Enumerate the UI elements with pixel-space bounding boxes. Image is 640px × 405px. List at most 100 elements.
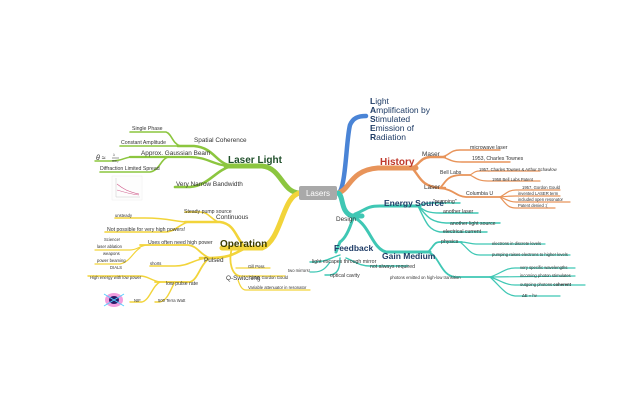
spatial-coherence-label[interactable]: Spatial Coherence	[194, 137, 247, 144]
unsteady-label[interactable]: unsteady	[115, 213, 133, 218]
wavelength-branch	[489, 267, 576, 278]
columbia-denied-label[interactable]: Patent denied :(	[518, 203, 548, 208]
theta-denominator: πw₀	[112, 159, 119, 163]
another-laser-label[interactable]: another laser	[443, 209, 474, 215]
delta-branch	[489, 276, 561, 297]
low-pulse-branch	[154, 257, 211, 283]
operation-main-branch	[219, 190, 303, 251]
microwave-label[interactable]: microwave laser	[470, 145, 508, 151]
energy-source-title[interactable]: Energy Source	[384, 198, 444, 208]
photons-label[interactable]: photons emitted on high-low transition	[390, 275, 461, 280]
columbia-gould-label[interactable]: 1957, Gordon Gould	[522, 185, 561, 190]
shorts-label[interactable]: shorts	[150, 261, 161, 266]
escapes-label[interactable]: light escapes through mirror	[312, 259, 377, 265]
tera-branch	[154, 281, 176, 303]
acronym-line-1: Light	[370, 96, 390, 106]
wavelength-label[interactable]: very specific wavelengths	[520, 265, 567, 270]
design-label[interactable]: Design	[336, 216, 356, 223]
maser-label[interactable]: Maser	[422, 151, 441, 158]
electrical-branch	[417, 205, 488, 233]
theta-formula: θ ≈ λ πw₀	[96, 153, 119, 163]
mirrors-branch	[309, 261, 331, 273]
delta-label[interactable]: ΔE = hν	[522, 293, 537, 298]
center-label: Lasers	[306, 189, 330, 198]
another-light-label[interactable]: another light source	[450, 221, 496, 227]
outgoing-label[interactable]: outgoing photons coherent	[520, 282, 572, 287]
two-mirrors-label[interactable]: two mirrors!	[288, 268, 310, 273]
single-phase-label[interactable]: Single Phase	[132, 126, 163, 132]
columbia-resonator-branch	[499, 196, 571, 203]
bell-patent-label[interactable]: 1958 Bell Labs Patent	[492, 177, 534, 182]
stimulates-label[interactable]: incoming photon stimulates	[520, 273, 571, 278]
laser-light-branches	[94, 131, 303, 196]
stimulates-branch	[489, 275, 576, 278]
not-always-label[interactable]: not always required	[370, 264, 415, 270]
qs-gould-label[interactable]: 1958, Gordon Gould	[250, 275, 289, 280]
columbia-resonator-label[interactable]: included open resonator	[518, 197, 564, 202]
operation-title[interactable]: Operation	[220, 239, 267, 250]
history-title[interactable]: History	[380, 157, 415, 168]
diffraction-spread-label[interactable]: Diffraction Limited Spread	[100, 166, 160, 172]
constant-amplitude-label[interactable]: Constant Amplitude	[121, 140, 166, 146]
theta-branch	[94, 156, 133, 162]
electrical-label[interactable]: electrical current	[443, 229, 482, 235]
uses-high-power-branch	[139, 244, 211, 259]
cavity-label[interactable]: optical cavity	[330, 273, 360, 279]
townes-label[interactable]: 1953, Charles Townes	[472, 156, 524, 162]
qs-gill-label[interactable]: Gill Poss	[248, 264, 265, 269]
laser-light-title[interactable]: Laser Light	[228, 155, 283, 166]
low-pulse-label[interactable]: low pulse rate	[166, 281, 198, 287]
use-ablation[interactable]: laser ablation	[97, 244, 123, 249]
columbia-term-label[interactable]: invented LASER term	[518, 191, 559, 196]
bell-townes-label[interactable]: 1957, Charles Townes & Arthur Schawlow	[479, 167, 558, 172]
bell-labs-label[interactable]: Bell Labs	[440, 170, 462, 176]
physics-levels-branch	[459, 241, 546, 245]
diffraction-branch	[99, 156, 169, 173]
feedback-title[interactable]: Feedback	[334, 243, 373, 253]
center-node[interactable]: Lasers	[299, 186, 337, 200]
center-box	[299, 186, 337, 200]
bandwidth-branch	[173, 164, 234, 189]
narrow-bandwidth-label[interactable]: Very Narrow Bandwidth	[176, 181, 243, 188]
columbia-label[interactable]: Columbia U	[466, 191, 493, 197]
not-possible-label[interactable]: Not possible for very high powers!	[107, 227, 185, 233]
continuous-label[interactable]: Continuous	[216, 214, 248, 221]
gaussian-beam-label[interactable]: Approx. Gaussian Beam	[141, 150, 210, 157]
qs-attenuator-branch	[237, 279, 311, 291]
bell-townes-branch	[469, 170, 541, 176]
physics-branch	[427, 241, 463, 253]
beam-spread-thumbnail	[111, 175, 143, 201]
qs-attenuator-label[interactable]: Variable attenuator in resonator	[248, 285, 307, 290]
use-power-beaming[interactable]: power beaming	[97, 258, 126, 263]
use-weapons[interactable]: weapons	[103, 251, 120, 256]
pulsed-label[interactable]: Pulsed	[204, 257, 224, 264]
use-dials[interactable]: DIALS	[110, 265, 122, 270]
gain-medium-title[interactable]: Gain Medium	[382, 251, 436, 261]
escapes-branch	[309, 254, 341, 263]
shorts-branch	[149, 257, 211, 267]
continuous-branch	[183, 220, 248, 250]
nif-label[interactable]: NIF	[134, 298, 141, 303]
qswitch-label[interactable]: Q-Switching	[226, 275, 261, 282]
not-always-branch	[345, 257, 409, 267]
pumping-label[interactable]: "pumping"	[433, 199, 457, 205]
columbia-branch	[439, 187, 501, 198]
physics-label[interactable]: physics	[441, 239, 459, 245]
use-science[interactable]: Science!	[104, 237, 120, 242]
physics-pumping-label[interactable]: pumping raises electrons to higher level…	[492, 252, 568, 257]
thumbnail-curve-2	[116, 189, 140, 196]
unsteady-branch	[114, 217, 189, 223]
laser-history-label[interactable]: Laser	[424, 184, 441, 191]
tera-label[interactable]: 500 Terra Watt	[158, 298, 186, 303]
uses-high-power-label[interactable]: Uses often need high power	[148, 240, 213, 246]
qswitch-branch	[229, 247, 241, 277]
steady-pump-label[interactable]: Steady pump source	[184, 209, 232, 215]
physics-levels-label[interactable]: electrons in discrete levels	[492, 241, 541, 246]
not-possible-branch	[104, 221, 189, 233]
bell-branch	[439, 174, 471, 189]
high-energy-label[interactable]: High energy with low power	[90, 275, 142, 280]
acronym-line-4: Emission of	[370, 123, 415, 133]
operation-branches	[87, 190, 311, 303]
feedback-branch	[334, 216, 355, 254]
steady-branch	[184, 211, 219, 223]
